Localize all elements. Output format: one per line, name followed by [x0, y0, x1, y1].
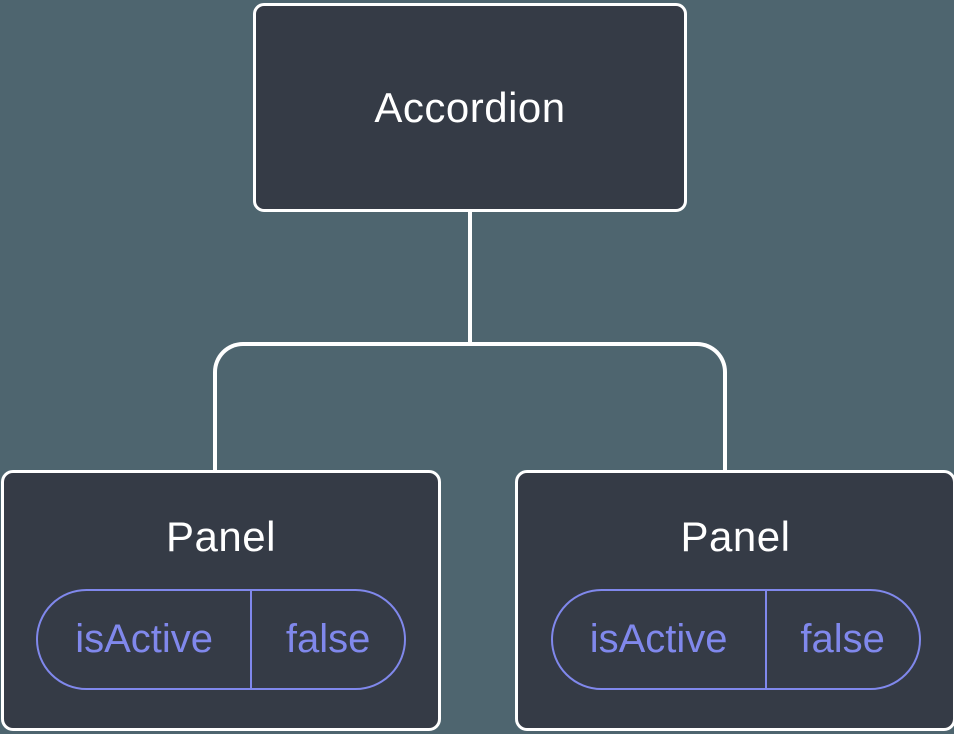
prop-pill: isActive false — [36, 589, 406, 690]
prop-name-cell: isActive — [38, 591, 253, 688]
accordion-node-label: Accordion — [374, 83, 566, 131]
prop-pill: isActive false — [550, 589, 921, 690]
stem-connector — [468, 210, 472, 344]
accordion-node: Accordion — [253, 3, 687, 212]
branch-connector — [213, 342, 727, 470]
panel-node-left: Panel isActive false — [1, 470, 441, 731]
prop-value-cell: false — [285, 617, 371, 661]
panel-node-right: Panel isActive false — [515, 470, 954, 731]
panel-node-label: Panel — [166, 513, 276, 560]
panel-node-label: Panel — [680, 513, 791, 560]
prop-value-cell: false — [800, 617, 885, 661]
prop-name-cell: isActive — [553, 591, 767, 688]
